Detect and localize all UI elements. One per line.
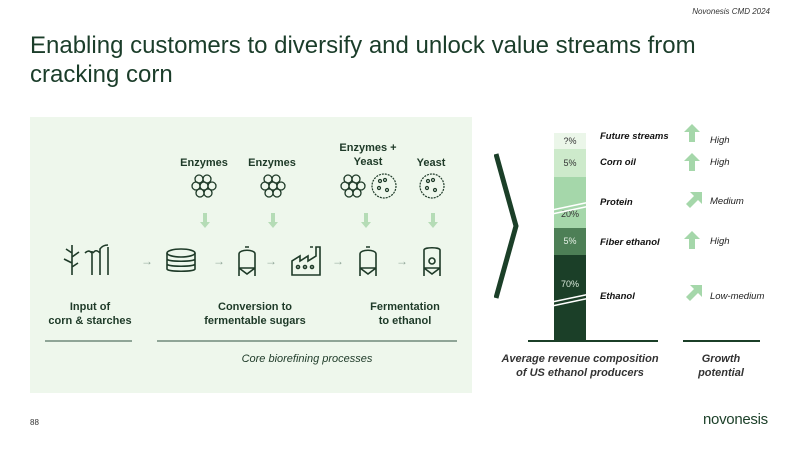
down-arrow-icon	[361, 213, 371, 228]
arrow-up-icon	[684, 231, 700, 249]
arrow-up-right-icon	[686, 192, 702, 208]
segment-label-corn-oil: Corn oil	[600, 157, 636, 168]
growth-ethanol: Low-medium	[710, 291, 765, 302]
segment-label-protein: Protein	[600, 197, 633, 208]
bar-segment-fiber-ethanol: 5%	[554, 228, 586, 255]
chart-title: Average revenue composition of US ethano…	[501, 353, 659, 379]
segment-label-fiber-ethanol: Fiber ethanol	[600, 237, 660, 248]
down-arrow-icon	[200, 213, 210, 228]
bar-segment-future: ?%	[554, 133, 586, 149]
flow-arrow-icon: →	[141, 254, 153, 268]
flow-arrow-icon: →	[213, 254, 225, 268]
flow-arrow-icon: →	[332, 254, 344, 268]
event-label: Novonesis CMD 2024	[692, 7, 770, 16]
down-arrow-icon	[268, 213, 278, 228]
arrow-up-icon	[684, 153, 700, 171]
enzyme-icon	[340, 174, 366, 198]
axis-break-marks	[551, 201, 591, 307]
page-title: Enabling customers to diversify and unlo…	[30, 32, 696, 88]
corn-plant-icon	[63, 244, 109, 275]
novonesis-logo: novonesis	[703, 411, 768, 428]
factory-icon	[291, 246, 321, 276]
growth-fiber-ethanol: High	[710, 236, 730, 247]
growth-baseline	[683, 340, 760, 342]
flow-arrow-icon: →	[265, 254, 277, 268]
silo-icon	[238, 246, 256, 276]
arrow-up-right-icon	[686, 285, 702, 301]
bar-segment-protein: 20%	[554, 177, 586, 228]
segment-label-ethanol: Ethanol	[600, 291, 635, 302]
input-label-yeast: Yeast	[416, 157, 446, 169]
page-number: 88	[30, 418, 39, 427]
bar-segment-corn-oil: 5%	[554, 149, 586, 177]
growth-corn-oil: High	[710, 157, 730, 168]
storage-tank-icon	[166, 248, 196, 273]
enzyme-icon	[260, 174, 286, 198]
yeast-icon	[419, 173, 445, 199]
flow-arrow-icon: →	[396, 254, 408, 268]
chevron-right-icon	[494, 153, 519, 299]
growth-title: Growth potential	[698, 353, 744, 379]
growth-future: High	[710, 135, 730, 146]
group-label: Core biorefining processes	[241, 353, 373, 365]
enzyme-icon	[191, 174, 217, 198]
chart-baseline	[528, 340, 658, 342]
input-label-enzymes-2: Enzymes	[248, 157, 296, 169]
arrow-up-icon	[684, 124, 700, 142]
yeast-icon	[371, 173, 397, 199]
down-arrow-icon	[428, 213, 438, 228]
input-label-enzymes-1: Enzymes	[180, 157, 228, 169]
silo-icon	[359, 246, 377, 276]
growth-protein: Medium	[710, 196, 744, 207]
input-label-enzymes-yeast: Enzymes + Yeast	[339, 142, 397, 168]
stage-label-conversion: Conversion to fermentable sugars	[204, 301, 306, 327]
stage-label-input: Input of corn & starches	[48, 301, 132, 327]
divider	[157, 340, 457, 342]
fermenter-icon	[423, 246, 441, 276]
divider	[45, 340, 132, 342]
segment-label-future: Future streams	[600, 131, 669, 142]
stage-label-fermentation: Fermentation to ethanol	[370, 301, 440, 327]
process-panel	[30, 117, 472, 393]
